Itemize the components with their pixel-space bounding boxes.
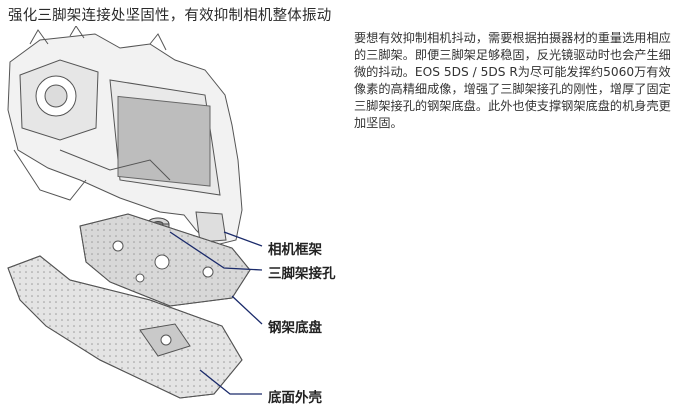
label-bottom-cover: 底面外壳 [268,390,322,406]
label-tripod-socket: 三脚架接孔 [268,266,336,282]
label-steel-chassis: 钢架底盘 [268,320,322,336]
camera-frame-part [7,26,243,247]
steel-chassis-part [79,213,251,307]
label-camera-frame: 相机框架 [268,242,322,258]
leader-lines [169,231,263,395]
exploded-parts-diagram [7,26,263,399]
bottom-cover-part [7,255,243,399]
description-paragraph: 要想有效抑制相机抖动，需要根据拍摄器材的重量选用相应的三脚架。即便三脚架足够稳固… [354,31,671,130]
page-title: 强化三脚架连接处坚固性，有效抑制相机整体振动 [8,8,332,24]
